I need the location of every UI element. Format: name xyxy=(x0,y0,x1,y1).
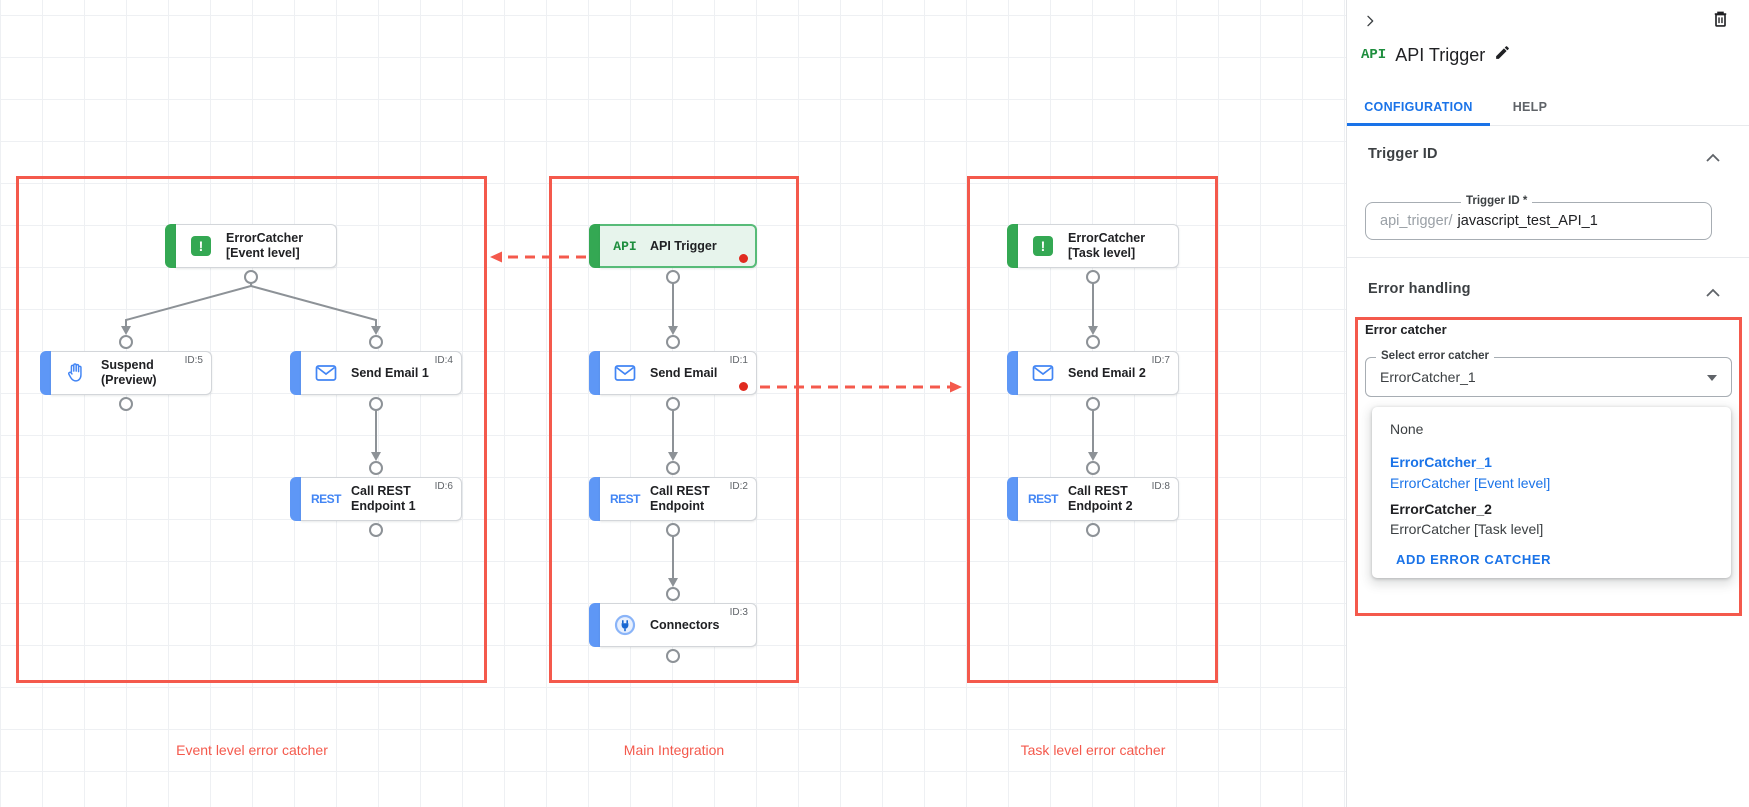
node-accent xyxy=(1007,477,1018,521)
dropdown-option-errorcatcher-2[interactable]: ErrorCatcher_2 xyxy=(1390,501,1492,517)
node-label: ErrorCatcher[Task level] xyxy=(1068,231,1146,260)
error-indicator-dot-api-trigger xyxy=(739,254,748,263)
node-accent xyxy=(1007,224,1018,268)
dropdown-option-errorcatcher-1-detail[interactable]: ErrorCatcher [Event level] xyxy=(1390,475,1551,491)
node-send-email-1[interactable]: Send Email 1 ID:4 xyxy=(290,351,462,395)
config-panel: API API Trigger CONFIGURATION HELP Trigg… xyxy=(1346,0,1749,807)
trigger-id-field-label: Trigger ID * xyxy=(1461,195,1533,207)
task-id-badge: ID:4 xyxy=(434,355,453,366)
dropdown-option-errorcatcher-2-detail[interactable]: ErrorCatcher [Task level] xyxy=(1390,521,1544,537)
trigger-id-field[interactable]: Trigger ID * api_trigger/ javascript_tes… xyxy=(1365,195,1712,240)
node-label: API Trigger xyxy=(650,238,717,253)
node-label: Send Email 1 xyxy=(351,365,429,380)
api-icon: API xyxy=(613,238,637,254)
node-label: Send Email xyxy=(650,365,718,380)
delete-trigger-button[interactable] xyxy=(1707,6,1733,32)
api-trigger-icon: API xyxy=(1361,47,1387,63)
collapse-section-trigger-id-icon[interactable] xyxy=(1706,149,1720,167)
node-label: Send Email 2 xyxy=(1068,365,1146,380)
error-catcher-icon: ! xyxy=(186,236,216,256)
email-icon xyxy=(311,364,341,382)
node-accent xyxy=(40,351,51,395)
trigger-id-value: javascript_test_API_1 xyxy=(1457,213,1598,229)
node-accent xyxy=(589,351,600,395)
section-header-error-handling[interactable]: Error handling xyxy=(1368,281,1471,297)
group-label-task-level: Task level error catcher xyxy=(1020,742,1166,758)
email-icon xyxy=(610,364,640,382)
tab-configuration[interactable]: CONFIGURATION xyxy=(1364,100,1473,114)
dropdown-option-errorcatcher-1[interactable]: ErrorCatcher_1 xyxy=(1390,454,1492,470)
node-label: Connectors xyxy=(650,617,720,632)
main-integration-box xyxy=(549,176,799,683)
error-catcher-group-label: Error catcher xyxy=(1365,322,1447,337)
node-label: ErrorCatcher[Event level] xyxy=(226,231,304,260)
dropdown-arrow-icon xyxy=(1707,375,1717,381)
error-catcher-highlight-box xyxy=(1355,317,1742,616)
select-error-catcher-value: ErrorCatcher_1 xyxy=(1380,369,1476,385)
panel-title: API Trigger xyxy=(1395,44,1486,65)
connectors-icon xyxy=(610,613,640,637)
task-level-error-catcher-box xyxy=(967,176,1218,683)
hand-icon xyxy=(61,362,91,384)
email-icon xyxy=(1028,364,1058,382)
task-id-badge: ID:8 xyxy=(1151,481,1170,492)
node-errorcatcher-task-level[interactable]: ! ErrorCatcher[Task level] xyxy=(1007,224,1179,268)
tab-help[interactable]: HELP xyxy=(1512,100,1548,114)
dropdown-option-none[interactable]: None xyxy=(1390,421,1424,437)
node-connectors[interactable]: Connectors ID:3 xyxy=(589,603,757,647)
event-level-error-catcher-box xyxy=(16,176,487,683)
collapse-panel-button[interactable] xyxy=(1357,8,1383,34)
integration-canvas[interactable]: ! ErrorCatcher[Event level] Suspend(Prev… xyxy=(0,0,1346,807)
node-suspend-preview[interactable]: Suspend(Preview) ID:5 xyxy=(40,351,212,395)
error-indicator-dot-send-email xyxy=(739,382,748,391)
task-id-badge: ID:6 xyxy=(434,481,453,492)
select-error-catcher[interactable]: Select error catcher ErrorCatcher_1 xyxy=(1365,350,1732,397)
add-error-catcher-button[interactable]: ADD ERROR CATCHER xyxy=(1396,552,1552,567)
error-catcher-dropdown: None ErrorCatcher_1 ErrorCatcher [Event … xyxy=(1372,407,1731,578)
group-label-event-level: Event level error catcher xyxy=(176,742,328,758)
task-id-badge: ID:7 xyxy=(1151,355,1170,366)
rest-icon: REST xyxy=(1028,492,1059,506)
node-accent xyxy=(589,477,600,521)
active-tab-underline xyxy=(1347,123,1490,126)
error-catcher-icon: ! xyxy=(1028,236,1058,256)
task-id-badge: ID:5 xyxy=(184,355,203,366)
rest-icon: REST xyxy=(311,492,342,506)
select-error-catcher-label: Select error catcher xyxy=(1376,350,1495,362)
node-accent xyxy=(290,477,301,521)
node-send-email[interactable]: Send Email ID:1 xyxy=(589,351,757,395)
node-errorcatcher-event-level[interactable]: ! ErrorCatcher[Event level] xyxy=(165,224,337,268)
rest-icon: REST xyxy=(610,492,641,506)
node-accent xyxy=(589,603,600,647)
node-label: Suspend(Preview) xyxy=(101,358,157,387)
node-accent xyxy=(1007,351,1018,395)
panel-tabs: CONFIGURATION HELP xyxy=(1347,88,1749,126)
task-id-badge: ID:2 xyxy=(729,481,748,492)
node-accent xyxy=(165,224,176,268)
collapse-section-error-handling-icon[interactable] xyxy=(1706,284,1720,302)
node-api-trigger[interactable]: API API Trigger xyxy=(589,224,757,268)
task-id-badge: ID:3 xyxy=(729,607,748,618)
node-accent xyxy=(290,351,301,395)
group-label-main-integration: Main Integration xyxy=(623,742,725,758)
task-id-badge: ID:1 xyxy=(729,355,748,366)
edit-title-icon[interactable] xyxy=(1494,44,1511,66)
node-accent xyxy=(589,224,600,268)
trigger-id-prefix: api_trigger/ xyxy=(1380,213,1453,229)
section-divider xyxy=(1347,257,1749,258)
section-header-trigger-id[interactable]: Trigger ID xyxy=(1368,146,1438,162)
node-send-email-2[interactable]: Send Email 2 ID:7 xyxy=(1007,351,1179,395)
